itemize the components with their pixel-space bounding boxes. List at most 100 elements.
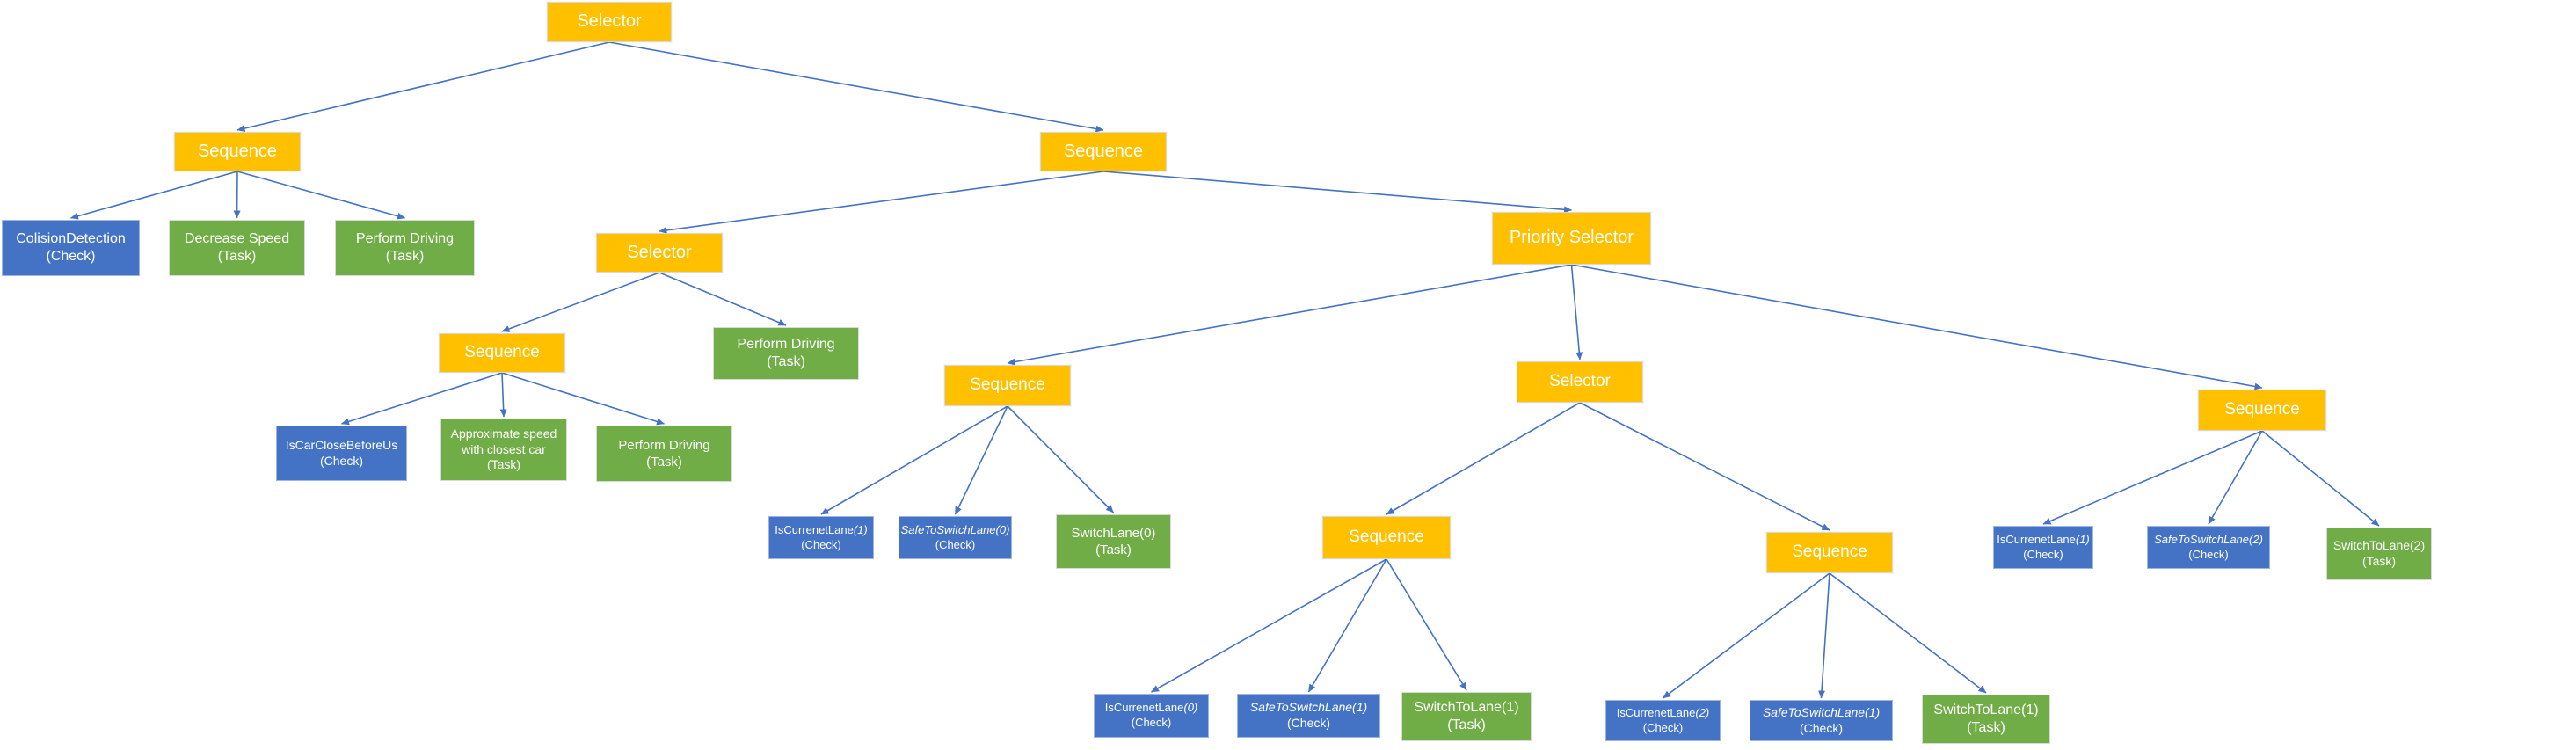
node-label-text: Sequence bbox=[197, 141, 278, 161]
edge-seq-p3-to-switch-to-lane-2 bbox=[2261, 430, 2380, 527]
node-label-line: SwitchToLane(2) bbox=[2333, 538, 2425, 554]
node-label-text: Selector bbox=[1549, 372, 1611, 391]
node-label-text: Sequence bbox=[2224, 400, 2300, 419]
node-label-text: SafeToSwitchLane(2) bbox=[2154, 532, 2263, 546]
node-label-text: Sequence bbox=[1349, 528, 1424, 547]
node-label-text: (Task) bbox=[767, 354, 805, 369]
node-label-line: Priority Selector bbox=[1510, 227, 1634, 250]
node-label-line: IsCurrenetLane(1) bbox=[775, 523, 868, 538]
tree-node-seq-left: Sequence bbox=[174, 132, 301, 171]
tree-node-root-selector: Selector bbox=[547, 2, 672, 42]
node-label-text: (2) bbox=[1695, 705, 1710, 719]
node-label-text: SwitchLane(0) bbox=[1071, 525, 1156, 541]
node-label-text: Sequence bbox=[1063, 141, 1144, 161]
node-label-line: (Check) bbox=[2188, 548, 2229, 563]
edge-seq-p1-to-is-currenet-lane-1a bbox=[820, 405, 1008, 515]
node-label-line: SafeToSwitchLane(2) bbox=[2154, 533, 2263, 548]
node-label-text: Approximate speed bbox=[450, 426, 557, 441]
node-label-line: SafeToSwitchLane(0) bbox=[901, 523, 1010, 538]
node-label-text: (Check) bbox=[935, 537, 976, 551]
edge-seq-p3-to-safe-to-switch-lane-2 bbox=[2208, 430, 2263, 525]
node-label-line: IsCurrenetLane(2) bbox=[1617, 706, 1710, 721]
node-label-line: SafeToSwitchLane(1) bbox=[1250, 700, 1367, 716]
node-label-line: Sequence bbox=[2224, 399, 2300, 420]
node-label-text: (Check) bbox=[2188, 547, 2229, 561]
edge-seq-left-to-colision-detection bbox=[70, 171, 238, 220]
node-label-text: (Check) bbox=[46, 249, 96, 264]
edge-seq-a-to-switch-to-lane-1a bbox=[1386, 558, 1467, 691]
node-label-text: SafeToSwitchLane(1) bbox=[1762, 704, 1881, 719]
node-label-line: (Check) bbox=[1800, 721, 1843, 737]
tree-node-safe-to-switch-lane-1b: SafeToSwitchLane(1)(Check) bbox=[1750, 700, 1893, 741]
node-label-text: (Check) bbox=[1799, 720, 1843, 735]
tree-node-seq-p3: Sequence bbox=[2198, 390, 2326, 431]
edge-priority-selector-to-selector-p2 bbox=[1570, 264, 1583, 360]
node-label-line: ColisionDetection bbox=[16, 230, 126, 248]
node-label-text: (Check) bbox=[1286, 716, 1330, 730]
node-label-line: Sequence bbox=[198, 141, 277, 164]
node-label-line: SwitchLane(0) bbox=[1072, 525, 1156, 542]
node-label-line: (Check) bbox=[2023, 548, 2063, 563]
tree-node-switch-to-lane-1b: SwitchToLane(1) (Task) bbox=[1922, 695, 2050, 744]
node-label-text: SwitchToLane(2) bbox=[2332, 538, 2426, 553]
node-label-text: Sequence bbox=[970, 375, 1045, 395]
node-label-line: SafeToSwitchLane(1) bbox=[1763, 705, 1880, 721]
tree-node-seq-inner: Sequence bbox=[439, 333, 565, 373]
node-label-line: SwitchToLane(1) bbox=[1414, 699, 1518, 717]
node-label-line: (Check) bbox=[801, 538, 841, 553]
node-label-text: (Task) bbox=[2361, 554, 2397, 568]
node-label-line: Perform Driving bbox=[737, 336, 834, 353]
node-label-line: (Task) bbox=[386, 248, 425, 266]
node-label-text: Decrease Speed bbox=[184, 230, 290, 246]
node-label-text: (Check) bbox=[1642, 720, 1684, 734]
node-label-text: Sequence bbox=[464, 343, 540, 362]
node-label-text: Priority Selector bbox=[1509, 228, 1634, 248]
node-label-line: (Task) bbox=[487, 457, 520, 473]
tree-node-seq-a: Sequence bbox=[1322, 516, 1451, 559]
edge-seq-a-to-safe-to-switch-lane-1a bbox=[1307, 558, 1387, 693]
tree-node-decrease-speed: Decrease Speed (Task) bbox=[169, 220, 305, 276]
tree-node-safe-to-switch-lane-1a: SafeToSwitchLane(1)(Check) bbox=[1237, 694, 1380, 738]
node-label-text: (Check) bbox=[1131, 716, 1172, 729]
node-label-line: with closest car bbox=[462, 442, 546, 458]
tree-node-seq-b: Sequence bbox=[1766, 532, 1893, 573]
node-label-line: (Task) bbox=[1967, 719, 2005, 737]
edge-seq-left-to-perform-driving-1 bbox=[236, 171, 405, 220]
edge-selector-p2-to-seq-a bbox=[1386, 402, 1581, 515]
node-label-text: (Task) bbox=[385, 249, 425, 264]
node-label-text: SafeToSwitchLane(0) bbox=[900, 522, 1010, 536]
node-label-text: ColisionDetection bbox=[16, 230, 126, 246]
node-label-text: SwitchToLane(1) bbox=[1933, 702, 2039, 717]
tree-node-seq-p1: Sequence bbox=[944, 365, 1071, 406]
node-label-line: Sequence bbox=[1064, 141, 1143, 164]
node-label-text: Perform Driving bbox=[618, 437, 710, 453]
edge-priority-selector-to-seq-p3 bbox=[1571, 264, 2263, 390]
node-label-line: (Task) bbox=[1447, 717, 1486, 734]
edge-selector-mid-to-perform-driving-2 bbox=[659, 272, 787, 326]
edge-seq-inner-to-is-car-close-before-us bbox=[341, 372, 503, 426]
edge-selector-p2-to-seq-b bbox=[1579, 402, 1830, 531]
node-label-line: Sequence bbox=[1349, 527, 1424, 548]
edge-seq-p1-to-safe-to-switch-lane-0 bbox=[954, 405, 1008, 515]
edge-root-selector-to-seq-right bbox=[608, 41, 1104, 133]
tree-node-colision-detection: ColisionDetection (Check) bbox=[2, 220, 140, 276]
node-label-line: (Task) bbox=[1095, 542, 1132, 558]
edge-seq-inner-to-perform-driving-3 bbox=[501, 372, 665, 426]
node-label-text: (Task) bbox=[646, 455, 682, 470]
node-label-text: (Check) bbox=[801, 537, 841, 551]
tree-node-is-currenet-lane-0: IsCurrenetLane(0)(Check) bbox=[1094, 694, 1209, 738]
node-label-line: Selector bbox=[577, 11, 641, 33]
node-label-line: IsCurrenetLane(1) bbox=[1997, 533, 2090, 548]
node-label-text: Sequence bbox=[1792, 542, 1867, 562]
node-label-line: Decrease Speed bbox=[185, 230, 289, 248]
node-label-text: (Check) bbox=[2023, 547, 2063, 561]
node-label-line: Selector bbox=[1549, 371, 1611, 392]
node-label-line: SwitchToLane(1) bbox=[1933, 702, 2038, 719]
node-label-text: (Task) bbox=[217, 249, 257, 264]
node-label-line: Sequence bbox=[970, 375, 1045, 396]
node-label-text: Selector bbox=[627, 242, 692, 262]
node-label-text: Perform Driving bbox=[355, 230, 455, 246]
tree-node-switch-to-lane-2: SwitchToLane(2)(Task) bbox=[2326, 528, 2432, 580]
